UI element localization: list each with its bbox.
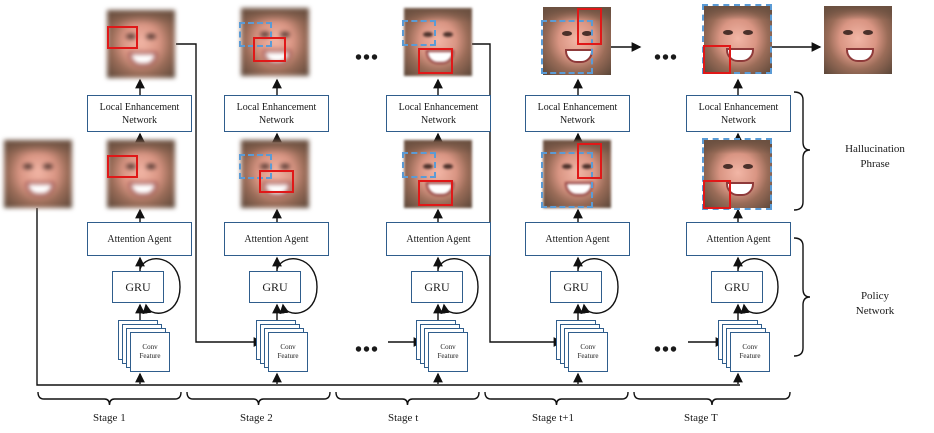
stage-2-output-face <box>241 8 309 76</box>
stage-2-label: Stage 2 <box>240 412 273 424</box>
stage-t-selected-region <box>418 180 453 206</box>
stage-t-output-face <box>404 8 472 76</box>
stage-t1-brace <box>484 391 629 406</box>
stage-t1-previous-region-top <box>541 20 593 74</box>
input-lr-face-image <box>4 140 72 208</box>
stage-1-input-face <box>107 140 175 208</box>
stage-t1-attention-agent: Attention Agent <box>525 222 630 256</box>
stage-T-output-face <box>704 6 772 74</box>
ellipsis-top-2: ••• <box>654 47 679 69</box>
stage-t1-previous-region <box>541 152 593 208</box>
ellipsis-bottom-1: ••• <box>355 339 380 361</box>
policy-brace <box>793 237 811 357</box>
stage-T-input-face <box>704 140 772 208</box>
stage-T-label: Stage T <box>684 412 718 424</box>
stage-1-output-face <box>107 10 175 78</box>
stage-1-brace <box>37 391 182 406</box>
stage-t-previous-region-top <box>402 20 436 46</box>
stage-T-gru: GRU <box>711 271 763 303</box>
output-hr-face-image <box>824 6 892 74</box>
stage-t-gru: GRU <box>411 271 463 303</box>
stage-t1-label: Stage t+1 <box>532 412 574 424</box>
stage-T-previous-region-top <box>702 4 772 74</box>
stage-2-gru-recurrent-loop <box>276 258 318 315</box>
stage-1-gru: GRU <box>112 271 164 303</box>
input-feed-line <box>36 208 740 386</box>
stage-T-previous-region <box>702 138 772 210</box>
stage-t-selected-region-top <box>418 48 453 74</box>
stage-2-previous-region <box>239 154 272 179</box>
stage-1-attention-agent: Attention Agent <box>87 222 192 256</box>
stage-2-attention-agent: Attention Agent <box>224 222 329 256</box>
stage-t1-gru-recurrent-loop <box>577 258 619 315</box>
stage-T-gru-recurrent-loop <box>737 258 779 315</box>
stage-t-previous-region <box>402 152 436 178</box>
stage-1-selected-region <box>107 155 138 178</box>
stage-t1-selected-region <box>577 143 602 179</box>
stage-2-selected-region <box>259 170 294 193</box>
stage-t-label: Stage t <box>388 412 419 424</box>
stage-T-selected-region <box>703 180 731 209</box>
stage-T-brace <box>633 391 791 406</box>
stage-2-brace <box>186 391 331 406</box>
stage-t-to-stage-t1-arrow <box>472 43 564 347</box>
stage-t-brace <box>335 391 480 406</box>
ellipsis-bottom-2: ••• <box>654 339 679 361</box>
stage-T-selected-region-top <box>703 45 731 74</box>
stage-t1-gru: GRU <box>550 271 602 303</box>
stage-2-previous-region-top <box>239 22 272 47</box>
hallucination-brace <box>793 91 811 211</box>
stage-T-attention-agent: Attention Agent <box>686 222 791 256</box>
stage-1-to-stage-2-arrow <box>176 43 264 347</box>
stage-t-gru-recurrent-loop <box>437 258 479 315</box>
stage-1-selected-region-top <box>107 26 138 49</box>
stage-t-input-face <box>404 140 472 208</box>
stage-t-attention-agent: Attention Agent <box>386 222 491 256</box>
stage-1-gru-recurrent-loop <box>139 258 181 315</box>
stage-1-label: Stage 1 <box>93 412 126 424</box>
ellipsis-top-1: ••• <box>355 47 380 69</box>
stage-2-selected-region-top <box>253 37 286 62</box>
stage-t1-selected-region-top <box>577 8 602 45</box>
stage-2-gru: GRU <box>249 271 301 303</box>
